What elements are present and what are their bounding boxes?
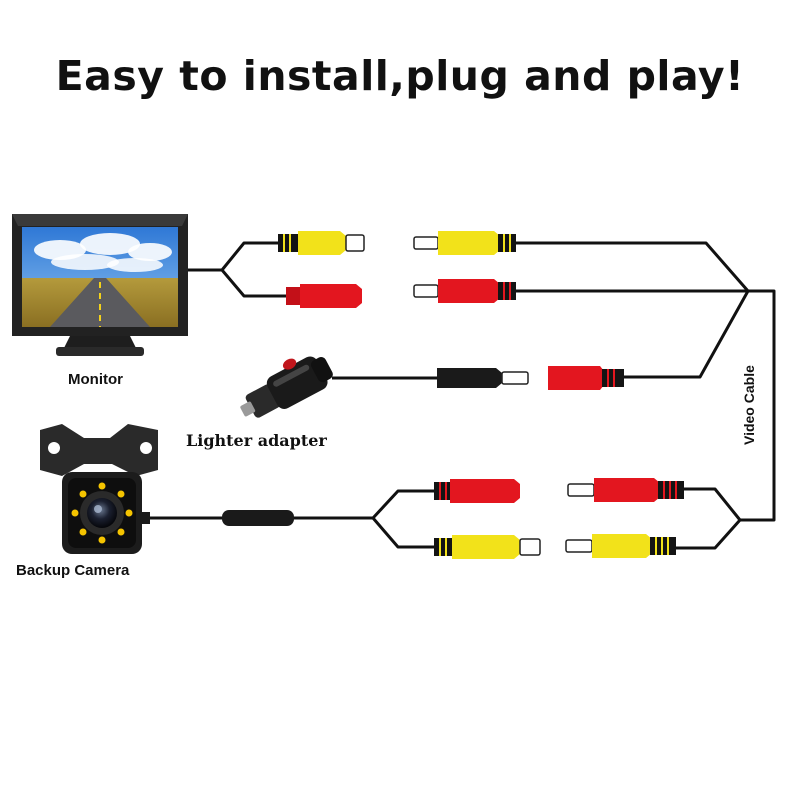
video-cable-yellow-run	[515, 241, 750, 292]
camera-cable	[148, 489, 438, 549]
lighter-adapter-icon	[240, 356, 333, 418]
lighter-power-connector-black	[437, 368, 529, 388]
video-cable-label: Video Cable	[741, 365, 757, 445]
video-cable-red-camera-connector	[567, 478, 684, 502]
camera-red-connector	[434, 479, 520, 503]
monitor-label: Monitor	[68, 371, 123, 388]
monitor-red-connector	[286, 284, 362, 308]
video-cable-yellow-camera-connector	[565, 534, 676, 558]
video-cable-power-run	[623, 290, 750, 379]
camera-yellow-connector	[434, 535, 541, 559]
camera-cable-inline-module	[222, 510, 294, 526]
video-cable-yellow-male-connector	[413, 231, 516, 255]
headline: Easy to install,plug and play!	[55, 52, 745, 100]
monitor-icon	[12, 214, 188, 356]
video-cable-camera-split	[676, 487, 742, 550]
cables	[148, 241, 776, 550]
monitor-cable	[180, 241, 290, 298]
backup-camera-icon	[40, 424, 158, 554]
backup-camera-label: Backup Camera	[16, 562, 130, 579]
lighter-adapter-label: Lighter adapter	[186, 431, 327, 450]
video-cable-red-run	[515, 289, 776, 522]
monitor-yellow-connector	[278, 231, 365, 255]
video-cable-power-connector-red	[548, 366, 624, 390]
video-cable-red-male-connector	[413, 279, 516, 303]
